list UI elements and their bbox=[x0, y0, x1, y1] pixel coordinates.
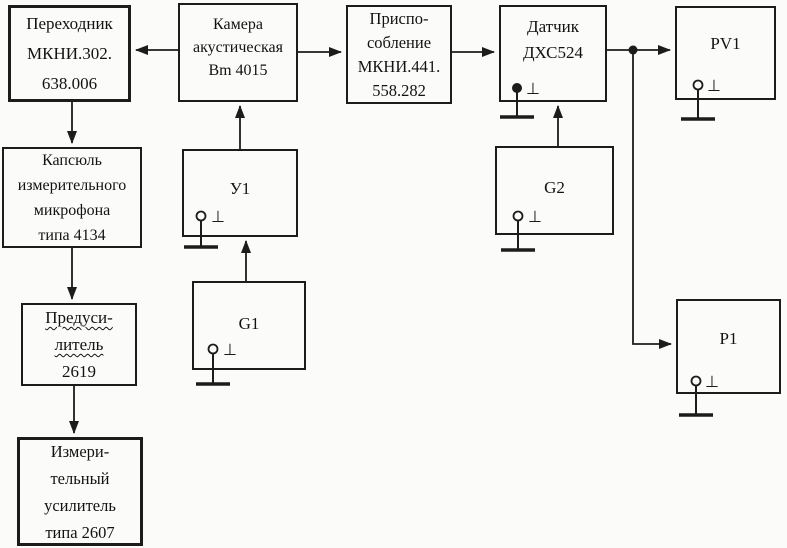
block-adapter: Переходник МКНИ.302. 638.006 bbox=[8, 5, 131, 102]
block-label: акустическая bbox=[193, 39, 283, 56]
ground-perp-icon: ⊥ bbox=[705, 374, 719, 391]
ground-perp-icon: ⊥ bbox=[526, 81, 540, 98]
ground-perp-icon: ⊥ bbox=[707, 78, 721, 95]
block-label: 2619 bbox=[62, 362, 96, 381]
ground-perp-icon: ⊥ bbox=[211, 209, 225, 226]
block-label: усилитель bbox=[44, 495, 116, 515]
block-label: микрофона bbox=[33, 201, 111, 219]
block-label: PV1 bbox=[710, 34, 741, 53]
block-acoustic-chamber: Камера акустическая Вm 4015 bbox=[178, 3, 298, 102]
ground-icon-p1: ⊥ bbox=[679, 374, 719, 415]
block-fixture: Приспо- собление МКНИ.441. 558.282 bbox=[346, 5, 452, 104]
block-label: тельный bbox=[50, 468, 110, 488]
block-label: литель bbox=[54, 335, 104, 354]
block-label: Приспо- bbox=[369, 8, 429, 28]
ground-perp-icon: ⊥ bbox=[528, 209, 542, 226]
block-g2-generator: G2 bbox=[495, 146, 614, 235]
block-label: Капсюль bbox=[42, 151, 102, 169]
block-label: P1 bbox=[719, 328, 738, 348]
block-label: типа 2607 bbox=[45, 522, 115, 542]
block-label: У1 bbox=[229, 179, 251, 198]
block-u1-amplifier: У1 bbox=[182, 149, 298, 237]
block-label: G1 bbox=[238, 313, 260, 333]
block-label: собление bbox=[366, 32, 432, 52]
ground-icon-u1: ⊥ bbox=[184, 209, 225, 247]
block-label: Переходник bbox=[26, 13, 113, 33]
block-g1-generator: G1 bbox=[192, 281, 306, 370]
ground-icon-g1: ⊥ bbox=[196, 342, 237, 384]
block-measuring-amplifier: Измери- тельный усилитель типа 2607 bbox=[17, 437, 143, 546]
ground-icon-sensor: ⊥ bbox=[500, 81, 540, 117]
block-label: Предуси- bbox=[45, 308, 113, 327]
block-p1: P1 bbox=[676, 299, 781, 394]
block-label: МКНИ.302. bbox=[26, 43, 112, 63]
arrow-junction-to-p1 bbox=[633, 50, 672, 349]
block-label: типа 4134 bbox=[38, 226, 106, 244]
ground-icon-pv1: ⊥ bbox=[681, 78, 721, 119]
ground-icon-g2: ⊥ bbox=[501, 209, 542, 250]
block-label: Датчик bbox=[526, 17, 580, 36]
block-preamplifier: Предуси- литель 2619 bbox=[21, 303, 137, 386]
block-pv1: PV1 bbox=[675, 6, 776, 100]
block-sensor: Датчик ДХС524 bbox=[499, 5, 607, 102]
block-label: Камера bbox=[213, 16, 263, 33]
block-label: 638.006 bbox=[41, 73, 98, 93]
block-label: Вm 4015 bbox=[208, 62, 268, 79]
block-label: МКНИ.441. bbox=[357, 56, 441, 76]
block-label: измерительного bbox=[17, 176, 127, 194]
block-microphone-capsule: Капсюль измерительного микрофона типа 41… bbox=[2, 147, 142, 248]
ground-perp-icon: ⊥ bbox=[223, 342, 237, 359]
block-label: G2 bbox=[544, 177, 565, 197]
block-label: ДХС524 bbox=[522, 43, 584, 62]
block-label: 558.282 bbox=[372, 80, 426, 100]
block-label: Измери- bbox=[50, 441, 110, 461]
